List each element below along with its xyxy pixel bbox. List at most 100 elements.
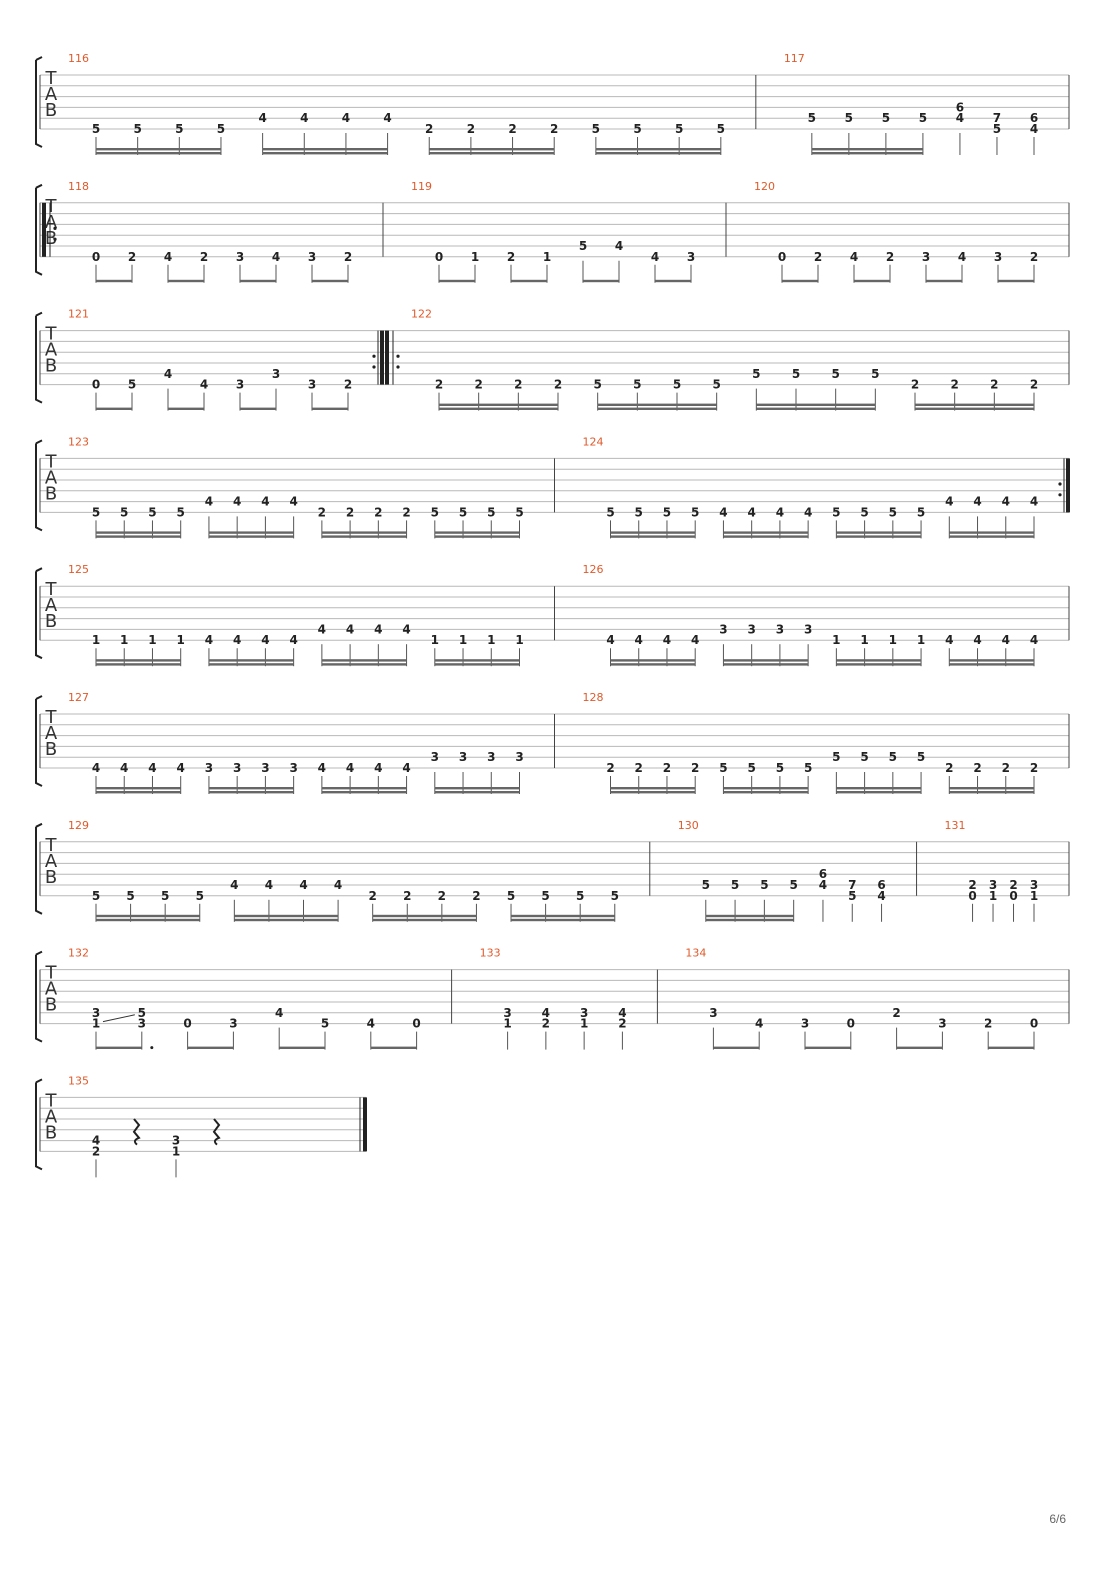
note-beam: [610, 787, 696, 790]
fret-number: 2: [945, 761, 953, 775]
note-beam: [96, 787, 181, 790]
final-thick-bar: [363, 1097, 367, 1152]
note-beam: [595, 148, 721, 151]
system-bracket: [35, 822, 43, 915]
note-beam: [321, 663, 407, 666]
measure-number: 122: [411, 308, 432, 321]
fret-number: 3: [459, 750, 467, 764]
tab-clef-letter: T: [45, 1090, 58, 1111]
note-beam: [782, 279, 818, 283]
note-beam: [321, 787, 407, 790]
fret-number: 1: [1030, 889, 1038, 903]
fret-number: 4: [272, 250, 280, 264]
fret-number: 5: [133, 122, 141, 136]
fret-number: 1: [471, 250, 479, 264]
note-beam: [896, 1046, 943, 1049]
system-bracket: [35, 311, 43, 404]
note-beam: [836, 535, 922, 538]
fret-number: 4: [819, 878, 827, 892]
fret-number: 3: [272, 367, 280, 381]
note-beam: [168, 407, 204, 410]
fret-number: 2: [92, 1144, 100, 1158]
fret-number: 2: [425, 122, 433, 136]
fret-number: 2: [474, 378, 482, 392]
fret-number: 1: [459, 633, 467, 647]
note-beam: [915, 403, 1034, 406]
repeat-start-thick-bar: [42, 202, 46, 257]
note-beam: [705, 914, 794, 918]
measure-number: 126: [583, 563, 604, 576]
note-beam: [988, 1046, 1034, 1049]
fret-number: 5: [175, 122, 183, 136]
fret-number: 5: [633, 378, 641, 392]
note-beam: [756, 403, 876, 406]
fret-number: 4: [958, 250, 966, 264]
measure-number: 131: [945, 819, 966, 832]
fret-number: 5: [635, 505, 643, 519]
fret-number: 1: [148, 633, 156, 647]
measure-number: 130: [678, 819, 699, 832]
fret-number: 1: [172, 1144, 180, 1158]
note-beam: [610, 791, 696, 794]
note-beam: [208, 659, 294, 662]
fret-number: 4: [383, 111, 391, 125]
fret-number: 5: [917, 505, 925, 519]
fret-number: 5: [808, 111, 816, 125]
fret-number: 0: [92, 378, 100, 392]
fret-number: 3: [503, 1006, 511, 1020]
fret-number: 4: [289, 633, 297, 647]
note-beam: [597, 403, 717, 406]
fret-number: 5: [592, 122, 600, 136]
note-beam: [610, 531, 696, 534]
fret-number: 5: [804, 761, 812, 775]
note-beam: [96, 279, 132, 283]
fret-number: 3: [261, 761, 269, 775]
fret-number: 4: [606, 633, 614, 647]
measure-number: 120: [754, 180, 775, 193]
fret-number: 4: [261, 633, 269, 647]
note-beam: [168, 279, 204, 283]
fret-number: 1: [487, 633, 495, 647]
fret-number: 5: [993, 122, 1001, 136]
fret-number: 4: [747, 505, 755, 519]
fret-number: 4: [1030, 495, 1038, 509]
measure-number: 128: [583, 691, 604, 704]
fret-number: 0: [412, 1017, 420, 1031]
note-beam: [723, 663, 809, 666]
fret-number: 3: [138, 1017, 146, 1031]
fret-number: 4: [205, 633, 213, 647]
tab-clef-letter: A: [45, 851, 58, 872]
note-beam: [434, 535, 520, 538]
measure-number: 124: [583, 435, 604, 448]
note-beam: [949, 535, 1034, 538]
fret-number: 4: [120, 761, 128, 775]
fret-number: 4: [973, 633, 981, 647]
fret-number: 5: [92, 889, 100, 903]
note-beam: [208, 791, 294, 794]
fret-number: 2: [369, 889, 377, 903]
fret-number: 3: [233, 761, 241, 775]
tab-clef-letter: A: [45, 595, 58, 616]
note-beam: [370, 1046, 417, 1049]
fret-number: 4: [233, 633, 241, 647]
note-beam: [610, 535, 696, 538]
note-beam: [372, 914, 477, 918]
fret-number: 2: [814, 250, 822, 264]
fret-number: 1: [92, 633, 100, 647]
tab-clef-letter: T: [45, 68, 58, 89]
note-beam: [723, 787, 809, 790]
fret-number: 4: [200, 378, 208, 392]
note-beam: [811, 148, 923, 151]
fret-number: 1: [989, 889, 997, 903]
fret-number: 2: [128, 250, 136, 264]
fret-number: 5: [889, 505, 897, 519]
fret-number: 2: [618, 1017, 626, 1031]
fret-number: 2: [691, 761, 699, 775]
tab-clef-letter: A: [45, 84, 58, 105]
fret-number: 5: [663, 505, 671, 519]
fret-number: 5: [747, 761, 755, 775]
note-beam: [96, 1046, 142, 1049]
fret-number: 2: [968, 878, 976, 892]
note-beam: [723, 531, 809, 534]
